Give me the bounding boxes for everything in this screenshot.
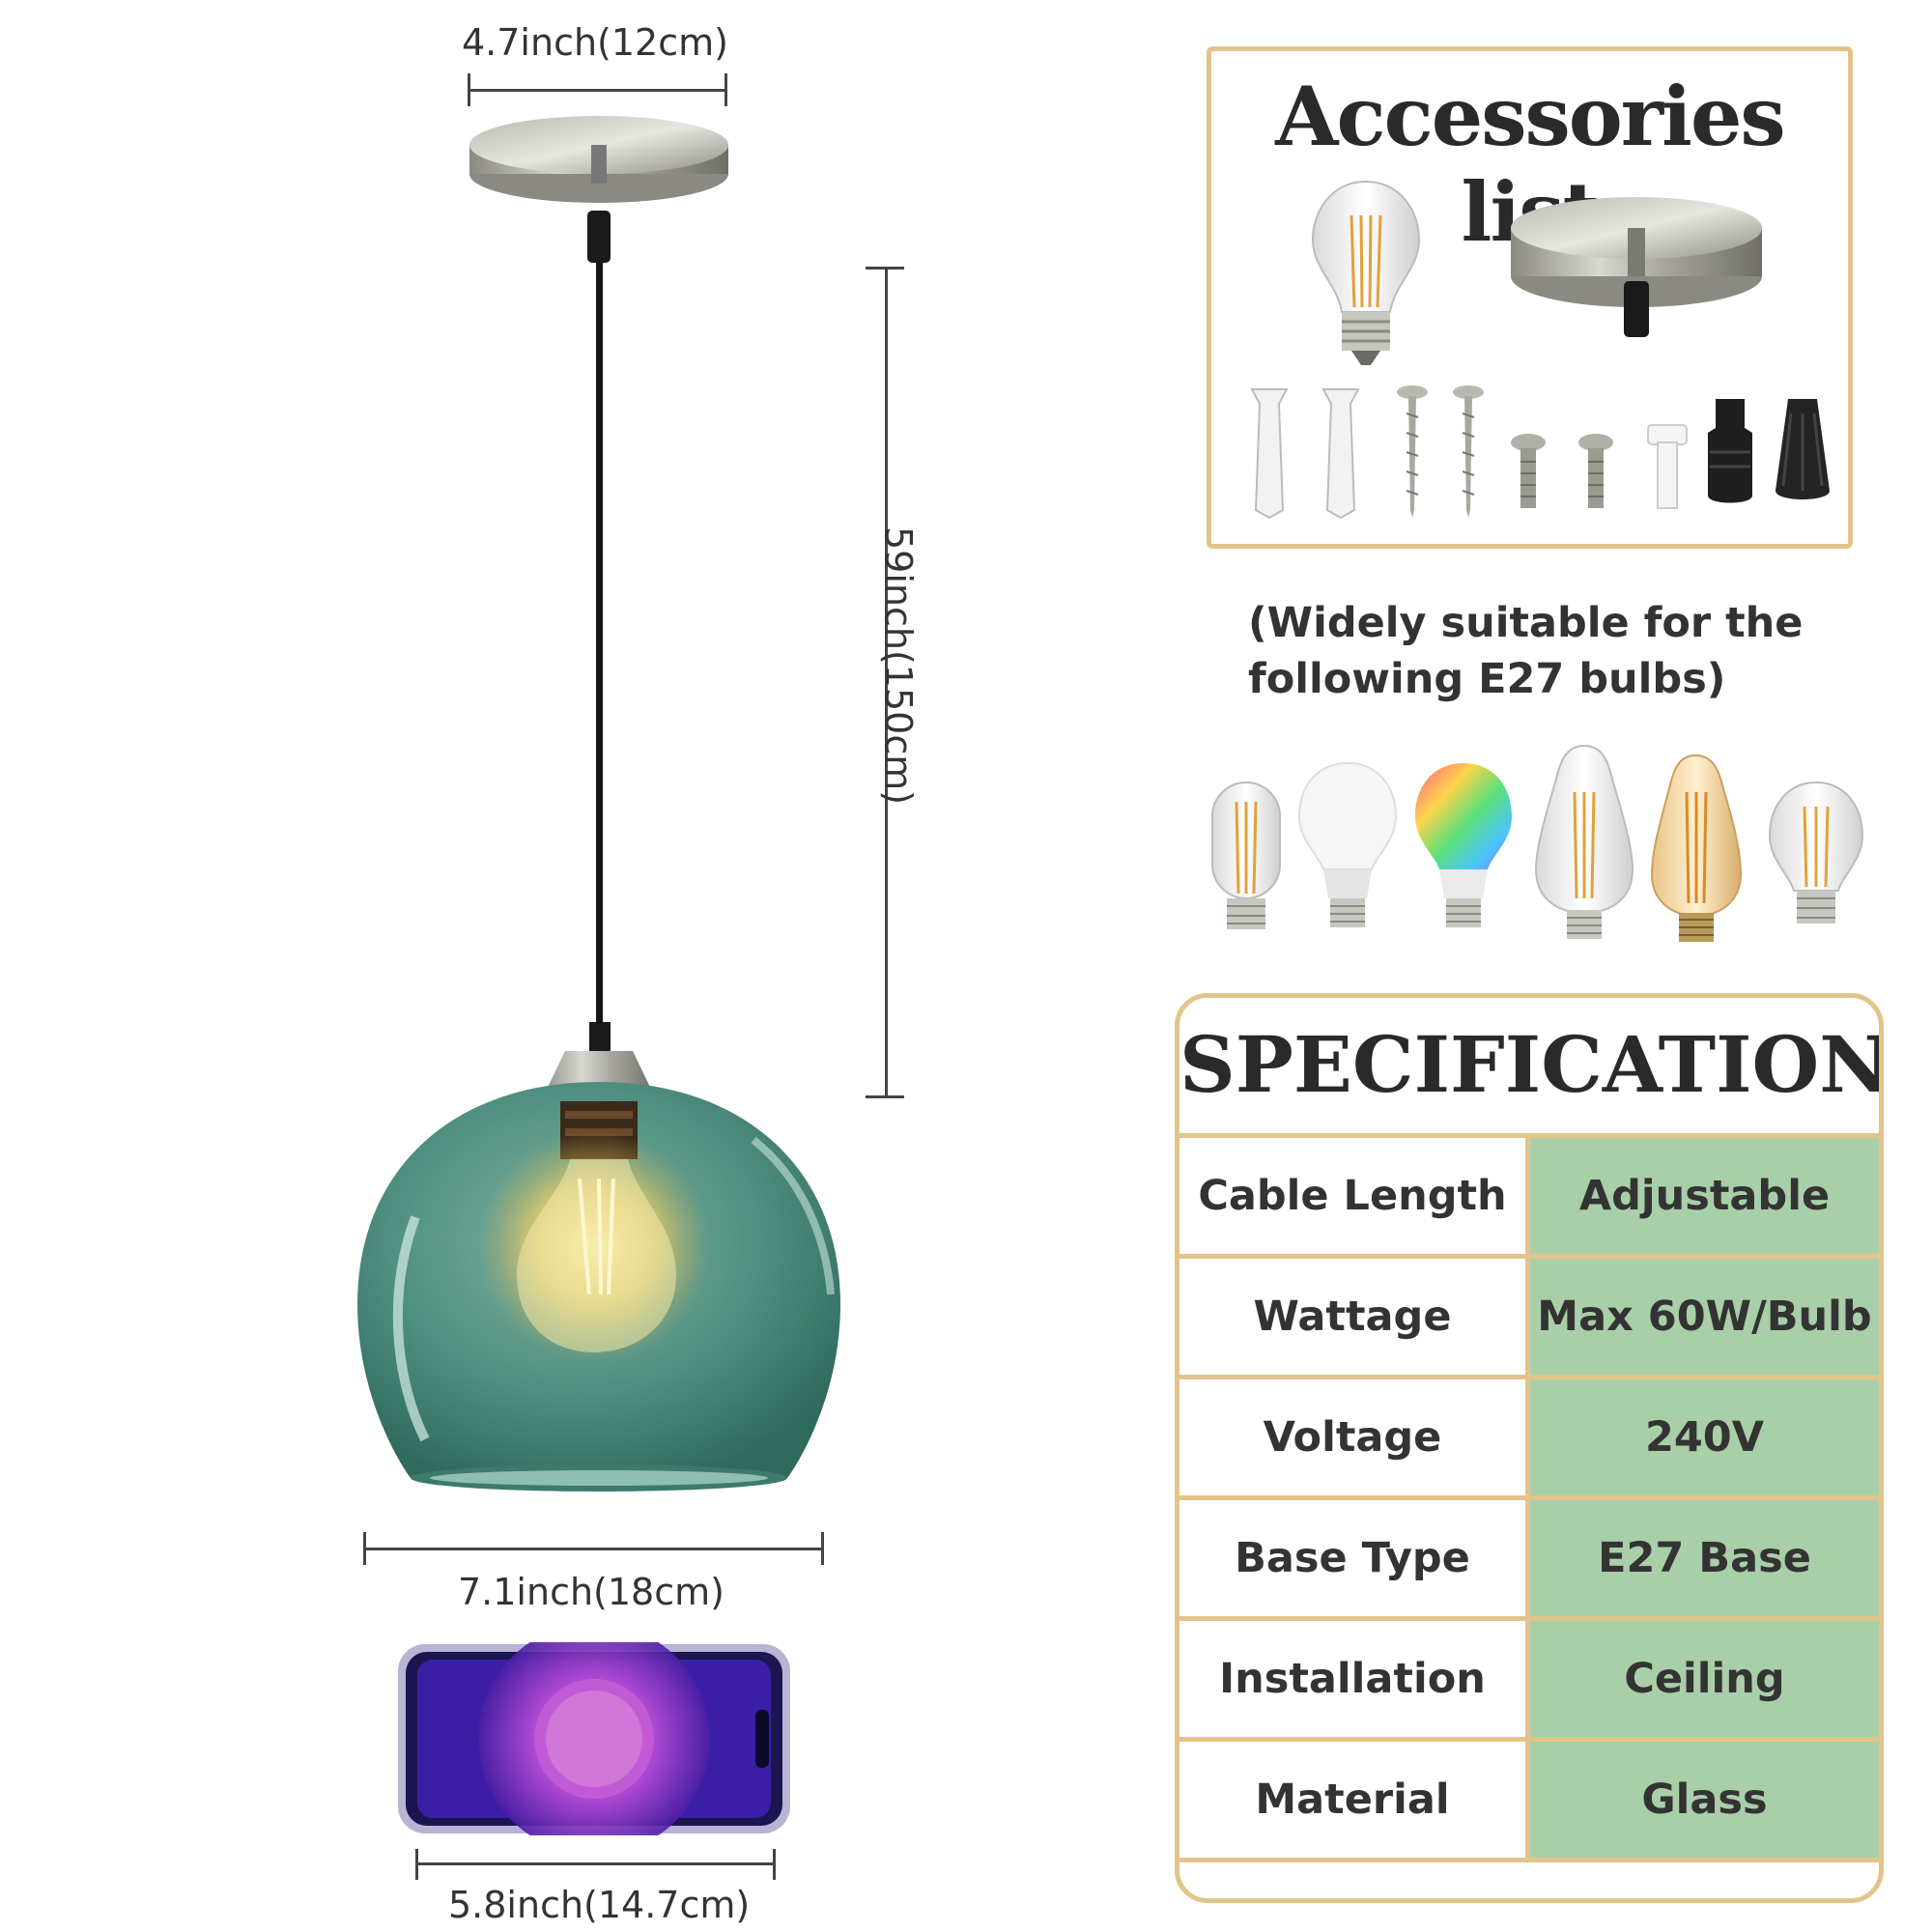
spec-value: Ceiling: [1530, 1621, 1879, 1737]
shade-width-line: [363, 1548, 823, 1550]
cable-grip-icon: [1708, 399, 1752, 503]
canopy-width-tick-right: [724, 73, 727, 106]
spec-label: Cable Length: [1179, 1138, 1530, 1254]
cable-length-tick-bottom: [866, 1095, 904, 1098]
specification-table: Cable Length Adjustable Wattage Max 60W/…: [1179, 1133, 1879, 1862]
spec-row-base-type: Base Type E27 Base: [1179, 1500, 1879, 1621]
spec-label: Installation: [1179, 1621, 1530, 1737]
specification-panel: SPECIFICATION Cable Length Adjustable Wa…: [1175, 993, 1884, 1903]
wall-anchor-icon: [1321, 388, 1360, 520]
a19-filament-bulb-icon: [1768, 781, 1864, 923]
phone-width-line: [415, 1862, 775, 1865]
spec-value: Max 60W/Bulb: [1530, 1259, 1879, 1375]
spec-row-material: Material Glass: [1179, 1742, 1879, 1862]
wall-anchor-icon: [1250, 388, 1289, 520]
spec-row-cable-length: Cable Length Adjustable: [1179, 1138, 1879, 1259]
small-parts-icons: [1250, 385, 1830, 520]
phone-scale-reference: [398, 1642, 790, 1835]
screw-icon: [1397, 385, 1428, 518]
spec-label: Material: [1179, 1742, 1530, 1858]
phone-width-label: 5.8inch(14.7cm): [448, 1884, 751, 1926]
canopy-width-line: [468, 89, 726, 92]
cable-length-tick-top: [866, 267, 904, 270]
cable-grip-cap-icon: [1776, 399, 1830, 499]
spec-value: 240V: [1530, 1379, 1879, 1495]
canopy-width-label: 4.7inch(12cm): [462, 21, 728, 64]
white-led-bulb-icon: [1297, 761, 1398, 927]
spec-value: Glass: [1530, 1742, 1879, 1858]
shade-width-label: 7.1inch(18cm): [458, 1571, 724, 1613]
phone-width-tick-left: [415, 1849, 418, 1880]
phone-width-tick-right: [773, 1849, 776, 1880]
bulb-icon: [1311, 180, 1421, 365]
cable-length-line: [885, 267, 888, 1097]
spec-label: Wattage: [1179, 1259, 1530, 1375]
specification-title: SPECIFICATION: [1179, 1019, 1884, 1110]
accessories-panel: Accessories list: [1207, 46, 1853, 549]
bolt-icon: [1578, 434, 1613, 508]
canopy-icon: [1511, 197, 1762, 337]
spec-label: Base Type: [1179, 1500, 1530, 1616]
rgb-smart-bulb-icon: [1415, 763, 1512, 927]
cable-length-label: 59inch(150cm): [877, 526, 920, 806]
amber-st64-bulb-icon: [1650, 753, 1743, 942]
screw-icon: [1453, 385, 1484, 518]
bolt-icon: [1511, 434, 1546, 508]
spec-value: Adjustable: [1530, 1138, 1879, 1254]
tubular-filament-bulb-icon: [1211, 781, 1281, 929]
spec-row-installation: Installation Ceiling: [1179, 1621, 1879, 1742]
spec-row-wattage: Wattage Max 60W/Bulb: [1179, 1259, 1879, 1379]
shade-width-tick-right: [821, 1532, 824, 1565]
st64-filament-bulb-icon: [1534, 744, 1634, 939]
spec-row-voltage: Voltage 240V: [1179, 1379, 1879, 1500]
spec-value: E27 Base: [1530, 1500, 1879, 1616]
canopy-width-tick-left: [468, 73, 470, 106]
pendant-lamp-illustration: [357, 116, 840, 1492]
spec-label: Voltage: [1179, 1379, 1530, 1495]
suitable-bulbs-note: (Widely suitable for the following E27 b…: [1248, 599, 1804, 703]
compatible-bulbs-row: [1211, 744, 1864, 942]
plastic-screw-icon: [1647, 424, 1688, 509]
shade-width-tick-left: [363, 1532, 366, 1565]
